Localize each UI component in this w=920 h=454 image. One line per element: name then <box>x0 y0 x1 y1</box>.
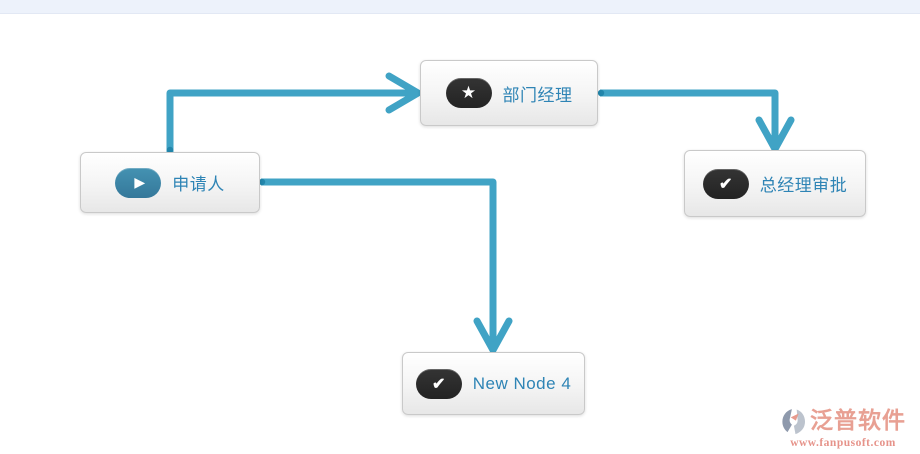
workflow-canvas: ▶ 申请人 ★ 部门经理 ✔ 总经理审批 ✔ New Node 4 泛普软件 w… <box>0 15 920 454</box>
star-icon: ★ <box>445 78 492 108</box>
connector-applicant-to-department-manager[interactable] <box>166 72 422 154</box>
watermark-brand-text: 泛普软件 <box>810 408 906 433</box>
play-glyph: ▶ <box>134 174 146 190</box>
play-icon: ▶ <box>115 167 162 198</box>
check-icon: ✔ <box>702 168 749 199</box>
check-icon: ✔ <box>415 368 462 399</box>
flow-node-applicant[interactable]: ▶ 申请人 <box>80 152 260 213</box>
top-bar <box>0 0 920 14</box>
connector-department-manager-to-gm-approval[interactable] <box>597 89 795 153</box>
endpoint-dot <box>597 89 605 97</box>
fanpu-logo-icon <box>782 408 806 434</box>
connector-layer <box>166 72 795 354</box>
endpoint-dot <box>258 178 266 186</box>
node-label: 部门经理 <box>502 85 573 105</box>
check-glyph: ✔ <box>719 175 733 193</box>
node-label: 申请人 <box>172 175 225 194</box>
node-label: New Node 4 <box>472 373 572 393</box>
node-label: 总经理审批 <box>759 176 848 195</box>
connector-applicant-to-new-node-4[interactable] <box>258 178 513 354</box>
check-glyph: ✔ <box>432 375 446 393</box>
flow-node-department-manager[interactable]: ★ 部门经理 <box>420 60 598 126</box>
star-glyph: ★ <box>460 82 477 102</box>
watermark-url-text: www.fanpusoft.com <box>790 436 896 449</box>
endpoint-dot <box>166 146 174 154</box>
flow-node-general-manager-approval[interactable]: ✔ 总经理审批 <box>684 150 866 217</box>
fanpu-watermark: 泛普软件 www.fanpusoft.com <box>780 406 906 450</box>
flow-node-new-node-4[interactable]: ✔ New Node 4 <box>402 352 585 415</box>
